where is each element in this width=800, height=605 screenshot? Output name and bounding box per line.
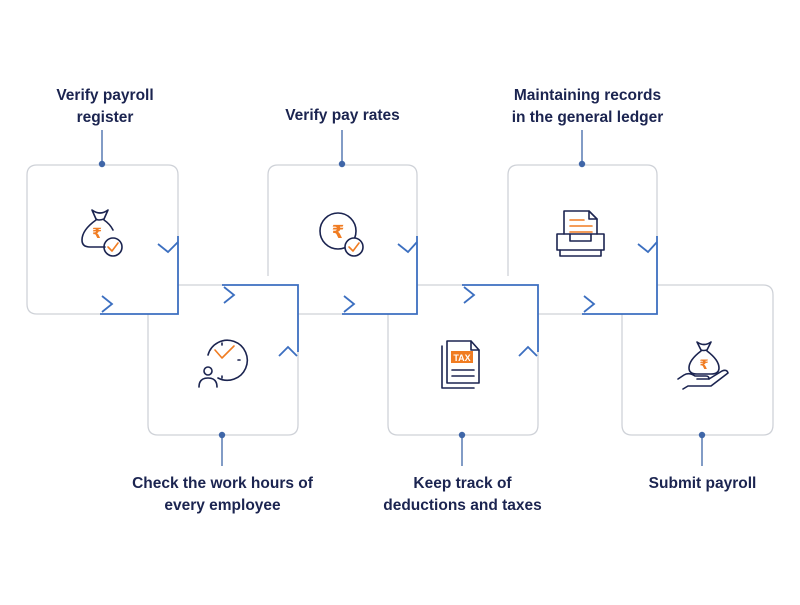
tax-label: TAX [453, 353, 470, 363]
rupee-symbol-6: ₹ [699, 358, 708, 373]
arrow-corner-3 [397, 241, 418, 254]
step-5-label-line1: Maintaining records [513, 87, 662, 104]
arrow-up-4 [518, 345, 538, 357]
ledger-tray-icon [556, 210, 605, 257]
step-4-label: Keep track of deductions and taxes [350, 473, 575, 517]
step-6-label-line1: Submit payroll [648, 475, 757, 492]
step-4-label-line2: deductions and taxes [383, 497, 542, 514]
step-box-6 [621, 284, 774, 436]
step-2-label-line1: Check the work hours of [132, 475, 313, 492]
step-box-2 [147, 314, 299, 436]
step-box-4 [387, 314, 539, 436]
leader-dot-1 [98, 160, 106, 168]
step-2-label-line2: every employee [164, 497, 281, 514]
step-boxes [26, 164, 774, 436]
step-3-label-line1: Verify pay rates [285, 107, 400, 124]
step-5-label-line2: in the general ledger [511, 109, 664, 126]
leader-dot-6 [698, 431, 706, 439]
connector-3 [342, 236, 418, 315]
rupee-symbol-3: ₹ [332, 222, 345, 243]
leader-dot-3 [578, 160, 586, 168]
step-box-3 [267, 164, 418, 276]
tax-badge [451, 351, 473, 363]
step-4-label-line1: Keep track of [413, 475, 512, 492]
arrow-right-3 [343, 295, 356, 313]
step-6-label: Submit payroll [620, 473, 785, 495]
arrow-right-5 [583, 295, 596, 313]
step-3-label: Verify pay rates [255, 105, 430, 127]
leader-dot-2 [338, 160, 346, 168]
leader-dots [98, 160, 706, 439]
arrow-right-2 [223, 286, 236, 304]
connector-5 [582, 236, 658, 315]
arrow-corner-5 [637, 241, 658, 254]
step-2-label: Check the work hours of every employee [100, 473, 345, 517]
step-1-label-line1: Verify payroll [56, 87, 154, 104]
arrow-right-1 [101, 295, 114, 313]
step-1-label: Verify payroll register [20, 85, 190, 129]
leader-dot-5 [458, 431, 466, 439]
leader-dot-4 [218, 431, 226, 439]
connector-2 [222, 284, 299, 352]
tax-document-icon: TAX [441, 340, 480, 389]
rupee-symbol-1: ₹ [92, 226, 102, 242]
arrow-right-4 [463, 286, 476, 304]
arrow-corner-1 [157, 241, 179, 254]
money-bag-check-icon: ₹ [81, 209, 123, 257]
arrow-up-2 [278, 345, 298, 357]
connector-4 [462, 284, 539, 352]
connector-1 [100, 236, 179, 315]
step-box-1 [26, 164, 179, 315]
label-leaders [101, 130, 703, 466]
step-1-label-line2: register [76, 109, 134, 126]
hand-money-bag-icon: ₹ [677, 341, 729, 390]
rupee-coin-check-icon: ₹ [319, 212, 364, 257]
step-5-label: Maintaining records in the general ledge… [480, 85, 695, 129]
employee-clock-icon [198, 339, 249, 388]
connectors [100, 236, 658, 357]
